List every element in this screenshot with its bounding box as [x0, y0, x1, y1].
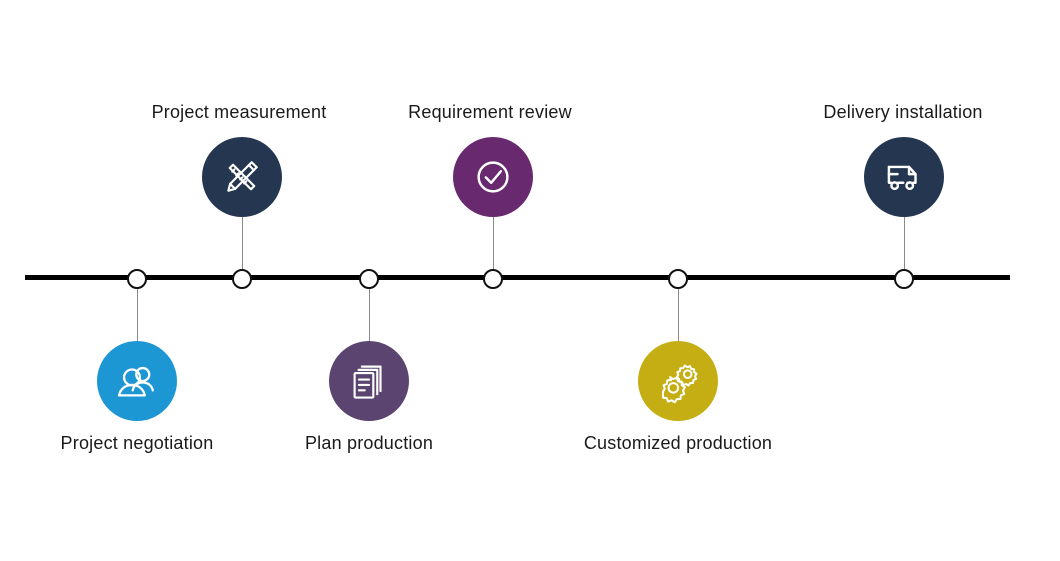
step-label-2: Project measurement: [151, 102, 327, 122]
users-icon: [114, 358, 160, 404]
timeline-node-5[interactable]: [668, 269, 688, 289]
step-icon-badge-2[interactable]: [202, 137, 282, 217]
step-icon-badge-4[interactable]: [453, 137, 533, 217]
step-label-4: Requirement review: [408, 102, 572, 122]
step-label-6: Delivery installation: [823, 102, 983, 122]
connector-step-1: [137, 279, 138, 341]
connector-step-2: [242, 217, 243, 279]
document-stack-icon: [346, 358, 392, 404]
timeline-node-1[interactable]: [127, 269, 147, 289]
connector-step-4: [493, 217, 494, 279]
timeline-axis: [25, 275, 1010, 280]
step-label-1: Project negotiation: [60, 433, 214, 453]
connector-step-6: [904, 217, 905, 279]
check-circle-icon: [470, 154, 516, 200]
step-icon-badge-6[interactable]: [864, 137, 944, 217]
connector-step-3: [369, 279, 370, 341]
timeline-node-6[interactable]: [894, 269, 914, 289]
timeline-node-4[interactable]: [483, 269, 503, 289]
pencil-ruler-icon: [219, 154, 265, 200]
step-icon-badge-3[interactable]: [329, 341, 409, 421]
gears-icon: [655, 358, 701, 404]
step-label-3: Plan production: [304, 433, 434, 453]
step-icon-badge-5[interactable]: [638, 341, 718, 421]
step-label-5: Customized production: [583, 433, 773, 453]
step-icon-badge-1[interactable]: [97, 341, 177, 421]
timeline-node-2[interactable]: [232, 269, 252, 289]
connector-step-5: [678, 279, 679, 341]
timeline-node-3[interactable]: [359, 269, 379, 289]
truck-icon: [881, 154, 927, 200]
